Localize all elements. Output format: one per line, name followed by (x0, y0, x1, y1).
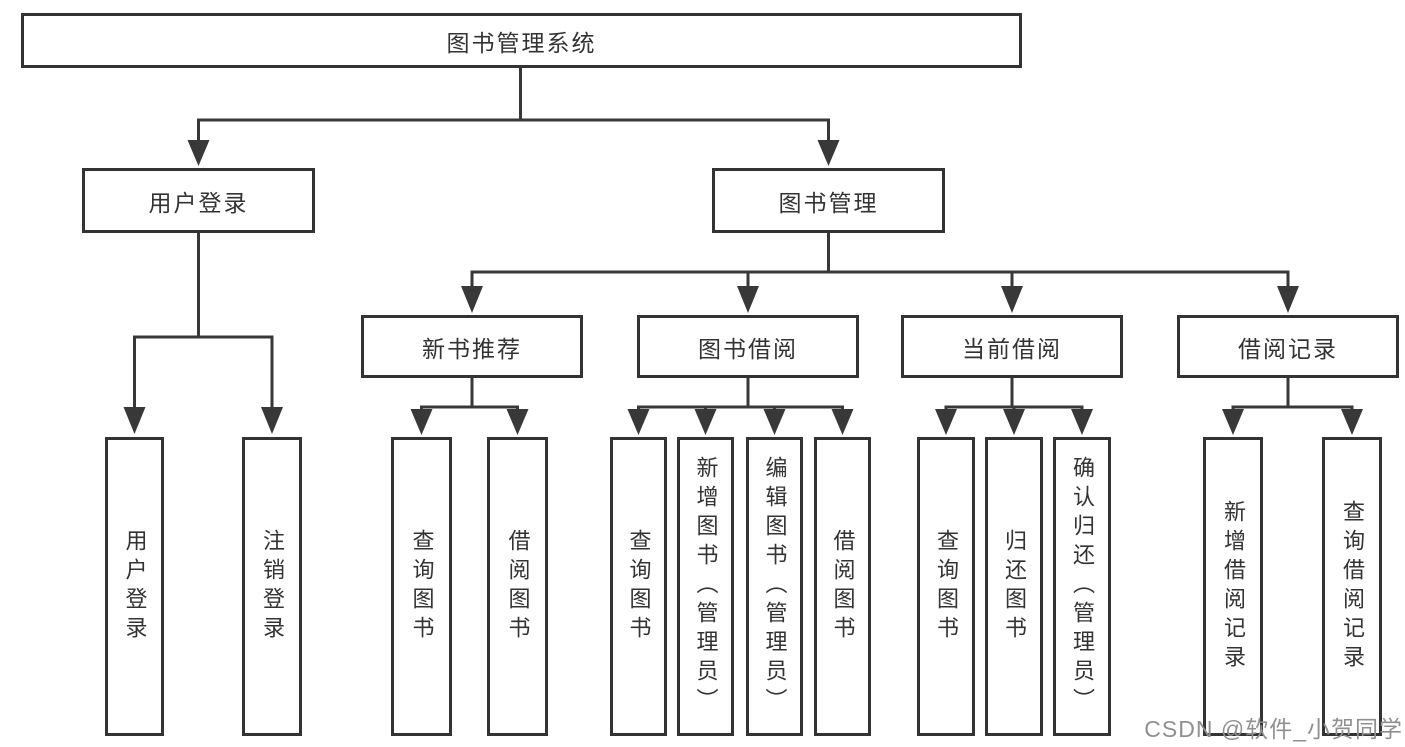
leaf-return-books: 归还图书 (985, 437, 1043, 736)
node-label: 编辑图书（管理员） (762, 456, 788, 717)
arrowhead (627, 409, 650, 435)
node-label: 图书管理系统 (446, 29, 597, 56)
node-current-borrowing: 当前借阅 (901, 315, 1123, 378)
leaf-edit-book-admin: 编辑图书（管理员） (746, 437, 803, 736)
node-label: 确认归还（管理员） (1070, 456, 1095, 717)
arrowhead (817, 140, 840, 166)
node-new-book-recommend: 新书推荐 (361, 315, 583, 378)
leaf-query-borrow-record: 查询借阅记录 (1322, 437, 1382, 736)
arrowhead (831, 409, 854, 435)
leaf-borrow-books-recommend: 借阅图书 (487, 437, 548, 736)
node-label: 查询图书 (626, 528, 652, 645)
arrowhead (935, 409, 957, 435)
leaf-query-books-recommend: 查询图书 (391, 437, 452, 736)
leaf-borrow-books-borrowing: 借阅图书 (814, 437, 871, 736)
connector-current-borrowing (935, 378, 1093, 435)
node-label: 借阅图书 (830, 528, 856, 645)
leaf-query-books-borrowing: 查询图书 (610, 437, 667, 736)
arrowhead (261, 407, 283, 434)
leaf-add-borrow-record: 新增借阅记录 (1203, 437, 1263, 736)
node-label: 新增借阅记录 (1221, 499, 1246, 674)
node-label: 用户登录 (148, 189, 249, 216)
node-label: 查询借阅记录 (1340, 499, 1365, 674)
node-label: 查询图书 (934, 528, 959, 645)
arrowhead (1277, 286, 1299, 313)
node-user-login: 用户登录 (82, 168, 315, 233)
leaf-user-login: 用户登录 (105, 437, 164, 736)
connector-user-login (123, 233, 283, 434)
leaf-query-books-current: 查询图书 (917, 437, 975, 736)
arrowhead (1003, 409, 1025, 435)
node-book-management: 图书管理 (712, 168, 945, 233)
node-label: 图书管理 (778, 189, 879, 216)
arrowhead (506, 409, 529, 435)
connector-new-book-recommend (410, 378, 529, 435)
node-label: 新书推荐 (422, 335, 522, 362)
arrowhead (410, 409, 433, 435)
node-label: 借阅图书 (505, 528, 531, 645)
arrowhead (1341, 409, 1363, 435)
node-library-system: 图书管理系统 (21, 13, 1022, 68)
connector-root (187, 68, 840, 166)
leaf-confirm-return-admin: 确认归还（管理员） (1053, 437, 1111, 736)
node-label: 当前借阅 (962, 335, 1062, 362)
arrowhead (1001, 286, 1023, 313)
connector-book-management (461, 233, 1299, 313)
node-book-borrowing: 图书借阅 (637, 315, 859, 378)
arrowhead (123, 407, 146, 434)
connector-borrow-records (1222, 378, 1363, 435)
leaf-logout: 注销登录 (242, 437, 302, 736)
node-label: 新增图书（管理员） (693, 456, 719, 717)
node-label: 图书借阅 (698, 335, 798, 362)
node-label: 用户登录 (122, 528, 148, 645)
leaf-add-book-admin: 新增图书（管理员） (677, 437, 734, 736)
arrowhead (737, 286, 759, 313)
arrowhead (461, 286, 483, 313)
node-label: 借阅记录 (1238, 335, 1338, 362)
node-borrow-records: 借阅记录 (1177, 315, 1399, 378)
arrowhead (1071, 409, 1093, 435)
node-label: 查询图书 (409, 528, 435, 645)
arrowhead (763, 409, 786, 435)
connector-book-borrowing (627, 378, 854, 435)
csdn-watermark: CSDN @软件_小贺同学 (1144, 716, 1403, 742)
arrowhead (694, 409, 717, 435)
arrowhead (187, 140, 210, 166)
node-label: 归还图书 (1002, 528, 1027, 645)
arrowhead (1222, 409, 1244, 435)
node-label: 注销登录 (260, 528, 285, 645)
